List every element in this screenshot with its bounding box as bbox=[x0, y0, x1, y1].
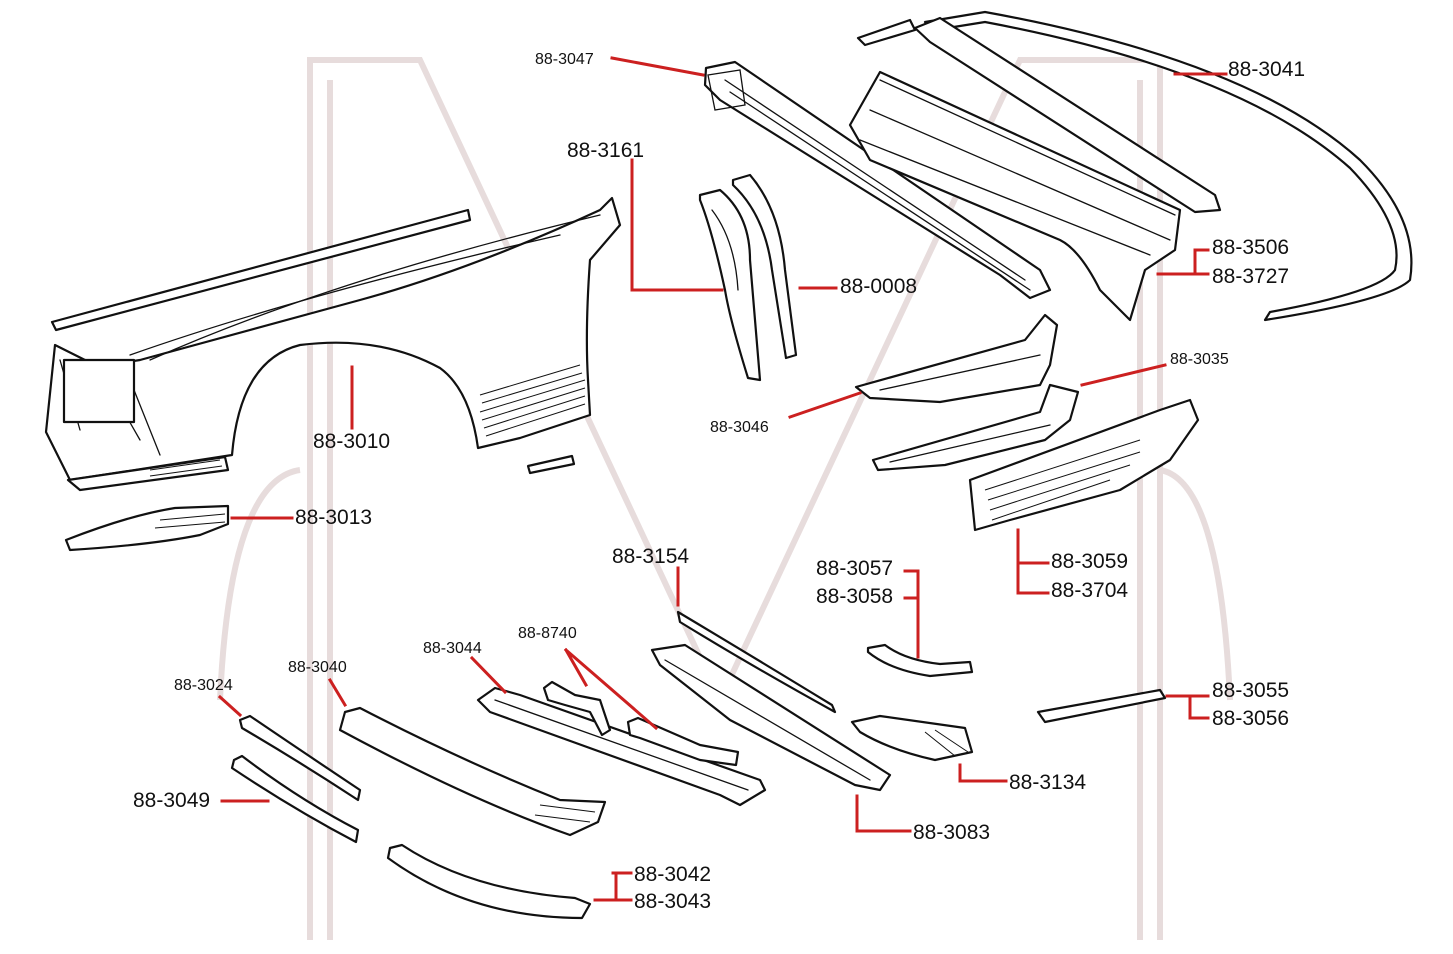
part-3083-drawing bbox=[650, 643, 892, 792]
leader-lines bbox=[217, 56, 1228, 902]
label-88-3161: 88-3161 bbox=[567, 139, 644, 162]
label-88-3047: 88-3047 bbox=[535, 51, 594, 68]
label-88-3055: 88-3055 bbox=[1212, 679, 1289, 702]
label-88-3154: 88-3154 bbox=[612, 545, 689, 568]
label-88-3040: 88-3040 bbox=[288, 659, 347, 676]
label-88-3134: 88-3134 bbox=[1009, 771, 1086, 794]
part-3040-drawing bbox=[338, 706, 607, 837]
part-fender-drawing bbox=[44, 196, 622, 492]
part-3055-drawing bbox=[1036, 688, 1167, 724]
part-3042-drawing bbox=[386, 843, 592, 920]
label-88-3059: 88-3059 bbox=[1051, 550, 1128, 573]
label-88-3043: 88-3043 bbox=[634, 890, 711, 913]
part-0008-drawing bbox=[731, 173, 798, 360]
label-88-3506: 88-3506 bbox=[1212, 236, 1289, 259]
part-3161-drawing bbox=[698, 188, 762, 382]
label-88-8740: 88-8740 bbox=[518, 625, 577, 642]
part-3035-drawing bbox=[871, 383, 1080, 472]
label-88-3024: 88-3024 bbox=[174, 677, 233, 694]
label-88-3056: 88-3056 bbox=[1212, 707, 1289, 730]
part-3024-drawing bbox=[238, 714, 362, 802]
part-3506-drawing bbox=[848, 16, 1222, 322]
label-88-3057: 88-3057 bbox=[816, 557, 893, 580]
label-88-3010: 88-3010 bbox=[313, 430, 390, 453]
part-3047-drawing bbox=[703, 60, 1052, 300]
label-88-3044: 88-3044 bbox=[423, 640, 482, 657]
part-3049-drawing bbox=[230, 754, 360, 844]
part-labels: 88-3047 88-3041 88-3161 88-0008 88-3506 … bbox=[133, 51, 1305, 913]
part-3134-drawing bbox=[850, 714, 974, 762]
label-88-3058: 88-3058 bbox=[816, 585, 893, 608]
label-88-3083: 88-3083 bbox=[913, 821, 990, 844]
label-88-3046: 88-3046 bbox=[710, 419, 769, 436]
part-3057-drawing bbox=[866, 643, 974, 678]
part-3046-drawing bbox=[854, 313, 1059, 404]
label-88-3704: 88-3704 bbox=[1051, 579, 1128, 602]
part-8740-drawing bbox=[542, 680, 740, 767]
label-88-0008: 88-0008 bbox=[840, 275, 917, 298]
part-3154-drawing bbox=[676, 610, 837, 714]
part-3059-drawing bbox=[968, 398, 1200, 532]
label-88-3727: 88-3727 bbox=[1212, 265, 1289, 288]
label-88-3035: 88-3035 bbox=[1170, 351, 1229, 368]
label-88-3041: 88-3041 bbox=[1228, 58, 1305, 81]
label-88-3042: 88-3042 bbox=[634, 863, 711, 886]
part-3013-drawing bbox=[64, 504, 230, 552]
label-88-3049: 88-3049 bbox=[133, 789, 210, 812]
label-88-3013: 88-3013 bbox=[295, 506, 372, 529]
